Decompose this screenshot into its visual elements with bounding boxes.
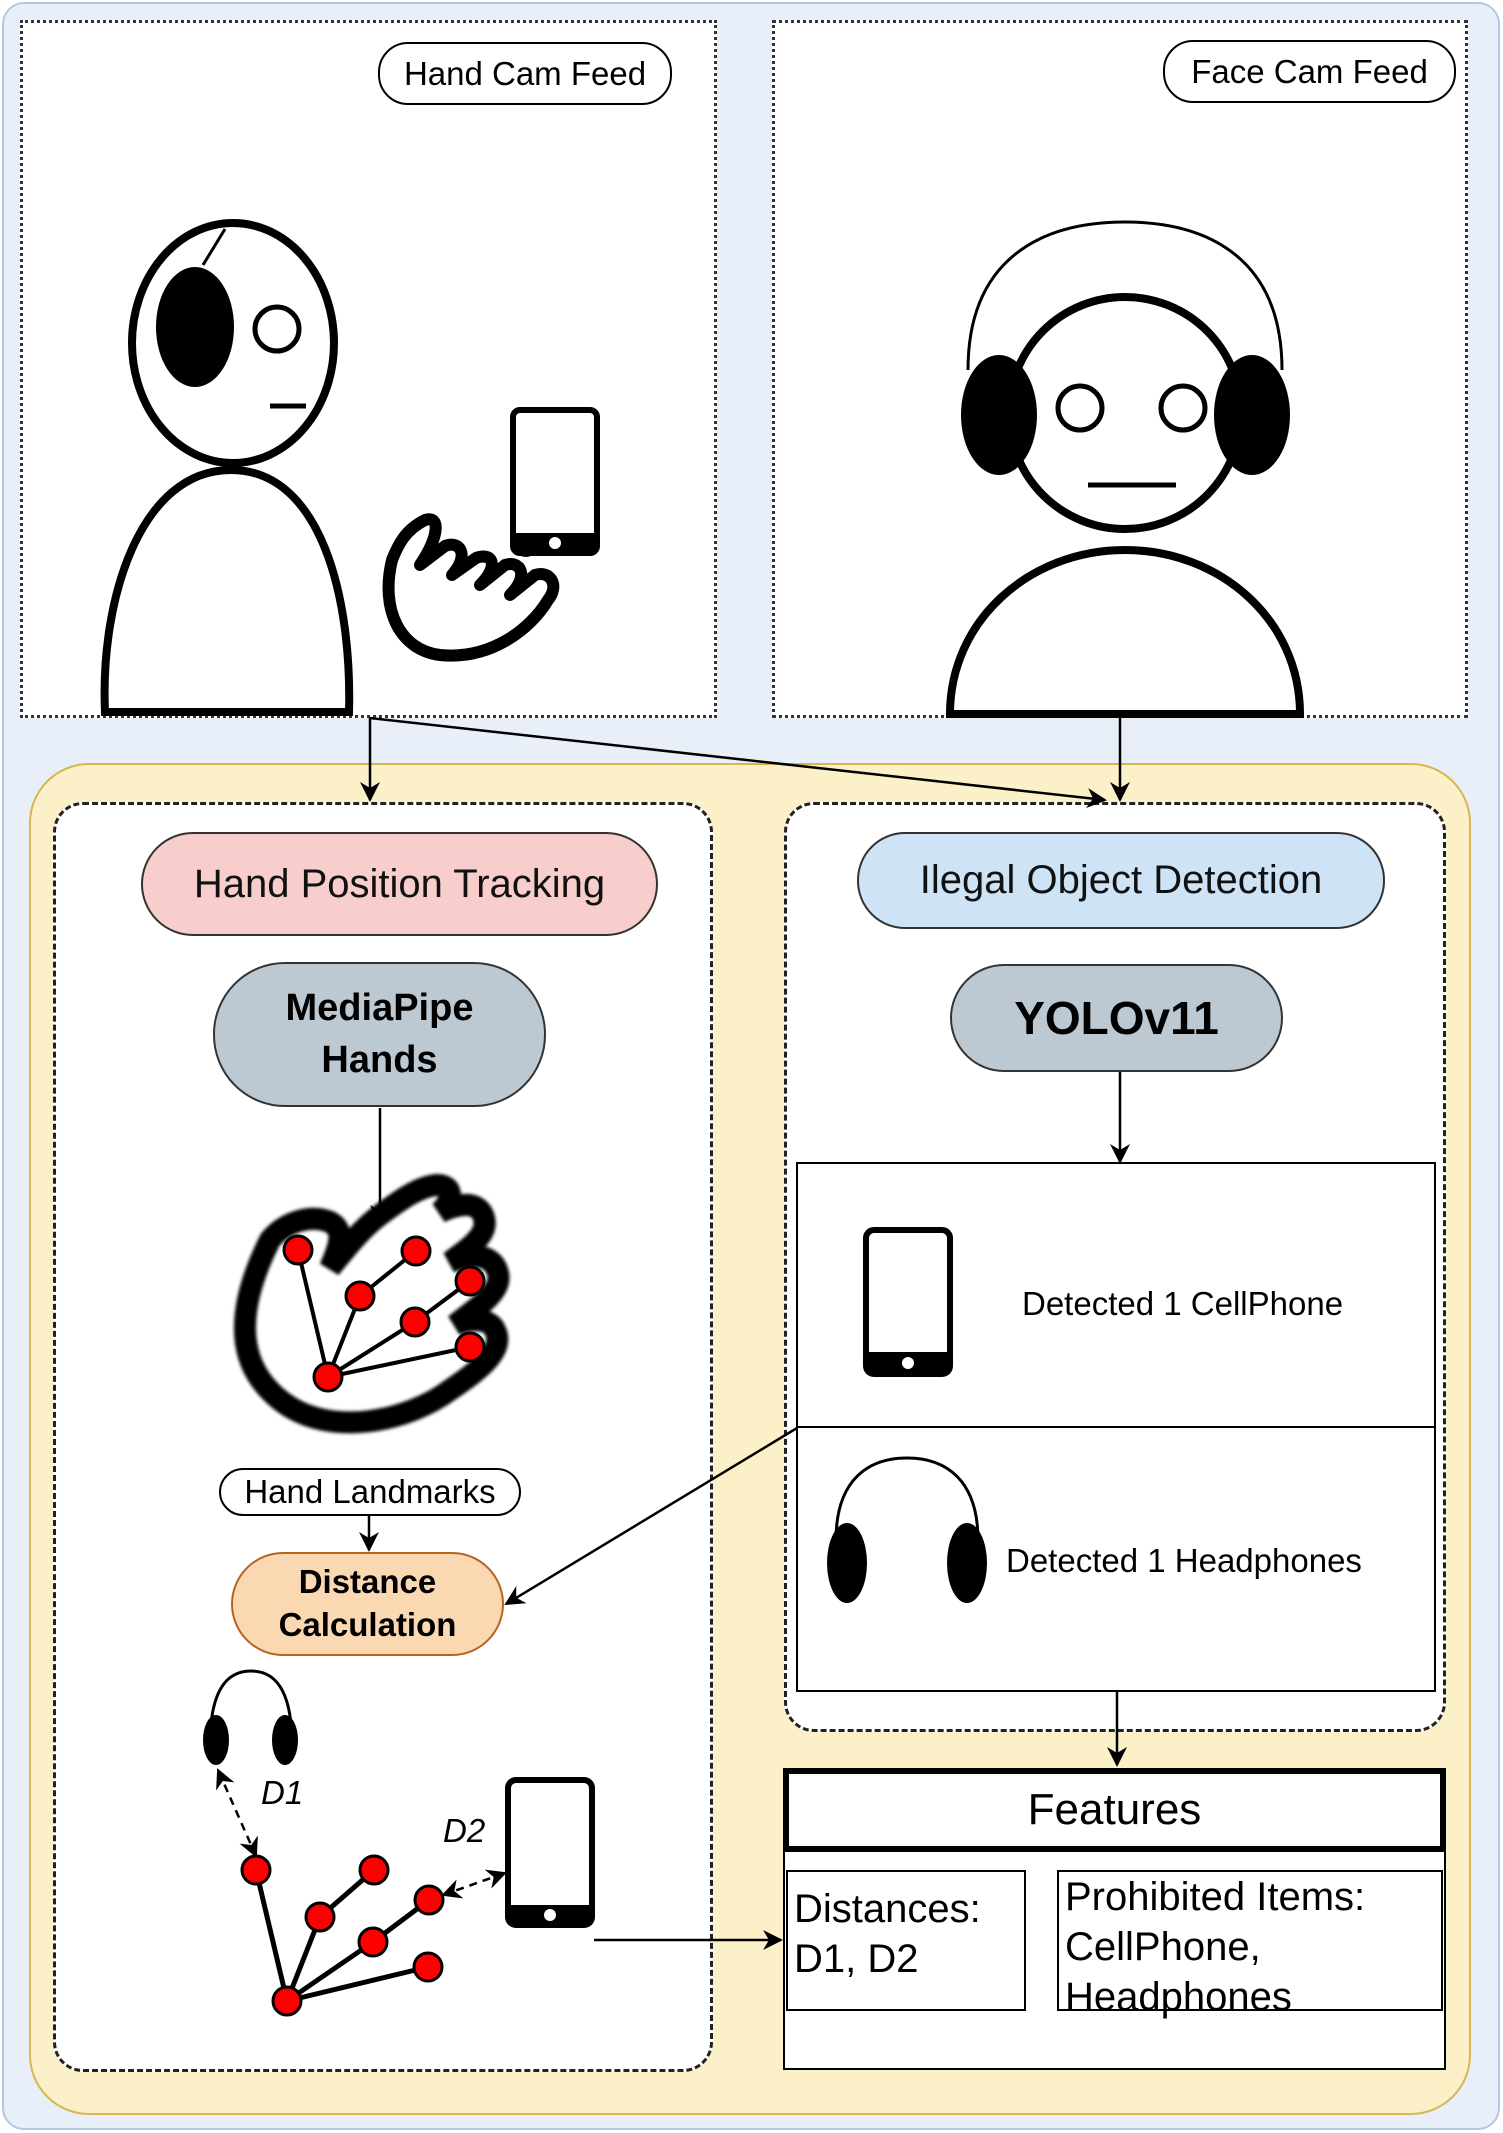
distances-line2: D1, D2 — [794, 1937, 919, 1981]
landmark-point — [282, 1234, 314, 1266]
distance-hand-skeleton — [216, 1768, 507, 2017]
face-cam-label: Face Cam Feed — [1163, 40, 1456, 103]
mediapipe-line2: Hands — [321, 1038, 438, 1081]
headphones-icon — [827, 1456, 987, 1603]
hand-holding-phone-icon — [382, 407, 600, 662]
prohibited-line3: Headphones — [1065, 1975, 1292, 2019]
hand-landmarks-label: Hand Landmarks — [219, 1468, 521, 1516]
landmark-point — [312, 1361, 344, 1393]
distances-line1: Distances: — [794, 1887, 981, 1931]
mediapipe-line1: MediaPipe — [285, 987, 474, 1030]
landmark-point — [454, 1331, 486, 1363]
distance-calculation-node: Distance Calculation — [231, 1552, 504, 1656]
d1-label: D1 — [261, 1774, 304, 1811]
d2-label: D2 — [443, 1812, 486, 1849]
prohibited-line2: CellPhone, — [1065, 1925, 1261, 1969]
object-detection-title: Ilegal Object Detection — [857, 832, 1385, 929]
landmark-point — [454, 1265, 486, 1297]
person-front-icon — [945, 220, 1305, 718]
distance-line2: Calculation — [278, 1606, 457, 1643]
prohibited-line1: Prohibited Items: — [1065, 1875, 1366, 1919]
detection-headphones-text: Detected 1 Headphones — [1006, 1542, 1362, 1579]
detection-cellphone-text: Detected 1 CellPhone — [1022, 1285, 1344, 1322]
distance-cellphone-icon — [505, 1777, 595, 1928]
mediapipe-hands-node: MediaPipe Hands — [213, 962, 546, 1107]
cellphone-icon — [863, 1227, 953, 1377]
features-distances-cell: Distances: D1, D2 — [786, 1870, 1026, 2011]
distance-line1: Distance — [298, 1563, 437, 1601]
distance-headphones-icon — [203, 1669, 298, 1765]
landmark-point — [399, 1306, 431, 1338]
features-prohibited-cell: Prohibited Items: CellPhone, Headphones — [1057, 1870, 1443, 2019]
person-side-icon — [100, 219, 354, 716]
hand-cam-label: Hand Cam Feed — [378, 42, 672, 105]
connector-arrows — [359, 716, 1130, 1950]
landmark-point — [400, 1235, 432, 1267]
yolo-node: YOLOv11 — [950, 964, 1283, 1072]
features-title: Features — [783, 1768, 1446, 1852]
hand-tracking-title: Hand Position Tracking — [141, 832, 658, 936]
detection-divider — [796, 1426, 1436, 1428]
landmark-point — [344, 1280, 376, 1312]
hand-landmarks-icon — [234, 1173, 510, 1434]
